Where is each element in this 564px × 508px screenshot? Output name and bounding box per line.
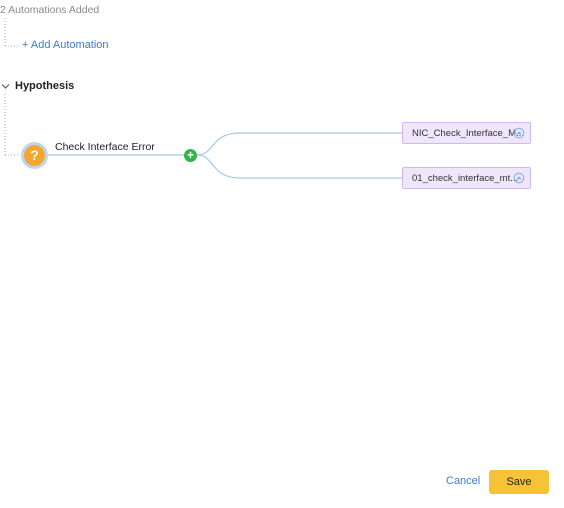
automation-node-label: NIC_Check_Interface_M... xyxy=(412,128,524,139)
automation-node[interactable]: NIC_Check_Interface_M... xyxy=(402,122,531,144)
automation-node[interactable]: 01_check_interface_mt... xyxy=(402,167,531,189)
add-branch-button[interactable]: + xyxy=(184,149,197,162)
add-automation-link[interactable]: + Add Automation xyxy=(22,39,109,51)
question-icon: ? xyxy=(24,145,45,166)
hypothesis-node[interactable]: ? xyxy=(21,142,48,169)
automation-icon xyxy=(513,127,525,139)
automations-count: 2 Automations Added xyxy=(0,4,100,16)
automation-icon xyxy=(513,172,525,184)
hypothesis-title: Hypothesis xyxy=(15,80,75,92)
cancel-button[interactable]: Cancel xyxy=(446,475,481,487)
save-button[interactable]: Save xyxy=(489,470,549,494)
hypothesis-node-label: Check Interface Error xyxy=(55,141,155,153)
chevron-down-icon[interactable] xyxy=(1,82,10,91)
automation-node-label: 01_check_interface_mt... xyxy=(412,173,519,184)
